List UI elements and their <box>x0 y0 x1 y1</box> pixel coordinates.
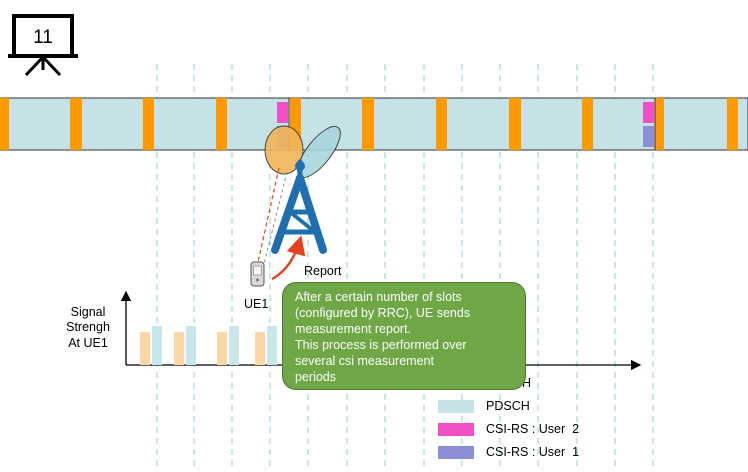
csi-rs-user1-mark <box>643 126 654 147</box>
callout-line: (configured by RRC), UE sends <box>295 306 471 320</box>
ssb-marks <box>0 98 738 150</box>
y-axis-label-line: Signal <box>71 305 106 319</box>
beam-link-left <box>257 167 280 263</box>
ssb-mark <box>655 98 664 150</box>
signal-bar-user2 <box>229 326 239 365</box>
ssb-mark <box>0 98 9 150</box>
slide-number: 11 <box>33 27 53 48</box>
callout-line: several csi measurement <box>295 354 434 368</box>
signal-bar-user1 <box>174 332 184 365</box>
signal-bar-user2 <box>267 326 277 365</box>
signal-bar-user1 <box>140 332 150 365</box>
report-label: Report <box>304 264 342 278</box>
y-axis-label-line: At UE1 <box>68 336 108 350</box>
signal-bar-user1 <box>255 332 265 365</box>
beam-shapes <box>264 125 341 179</box>
callout-line: measurement report. <box>295 322 412 336</box>
ue-label: UE1 <box>244 297 268 311</box>
csi-rs-user2-mark <box>277 102 288 123</box>
legend-label: PDSCH <box>486 399 530 413</box>
callout-line: periods <box>295 370 336 384</box>
signal-bar-user2 <box>186 326 196 365</box>
measurement-report-callout: After a certain number of slots (configu… <box>282 282 526 390</box>
ssb-mark <box>70 98 82 150</box>
legend-item-csi-user2: CSI-RS : User 2 <box>438 419 579 439</box>
ssb-mark <box>216 98 227 150</box>
ssb-mark <box>509 98 521 150</box>
ssb-mark <box>143 98 154 150</box>
signal-bar-user2 <box>152 326 162 365</box>
legend-swatch <box>438 445 474 459</box>
ssb-mark <box>727 98 738 150</box>
presentation-screen-icon: 11 <box>8 14 78 77</box>
legend-item-pdsch: PDSCH <box>438 396 530 416</box>
y-axis-label: Signal Strengh At UE1 <box>66 305 110 350</box>
legend-item-csi-user1: CSI-RS : User 1 <box>438 442 579 462</box>
beam-link-right <box>263 171 288 265</box>
signal-strength-bars <box>140 326 277 365</box>
signal-bar-user1 <box>217 332 227 365</box>
ssb-mark <box>436 98 447 150</box>
ssb-mark <box>362 98 374 150</box>
ssb-mark <box>290 98 301 150</box>
legend-label: CSI-RS : User 1 <box>486 445 580 459</box>
callout-line: After a certain number of slots <box>295 290 462 304</box>
callout-line: This process is performed over <box>295 338 467 352</box>
base-station-tower-icon <box>271 159 327 254</box>
axis-label-fragment: H <box>522 376 531 390</box>
report-arrow <box>271 235 306 281</box>
legend-swatch <box>438 399 474 413</box>
ssb-mark <box>582 98 593 150</box>
beam-user1 <box>264 125 304 175</box>
phone-icon <box>250 261 265 287</box>
legend-label: CSI-RS : User 2 <box>486 422 580 436</box>
y-axis-label-line: Strengh <box>66 320 110 334</box>
csi-rs-user2-mark <box>643 102 654 123</box>
resource-timeline <box>0 97 748 151</box>
legend-swatch <box>438 422 474 436</box>
